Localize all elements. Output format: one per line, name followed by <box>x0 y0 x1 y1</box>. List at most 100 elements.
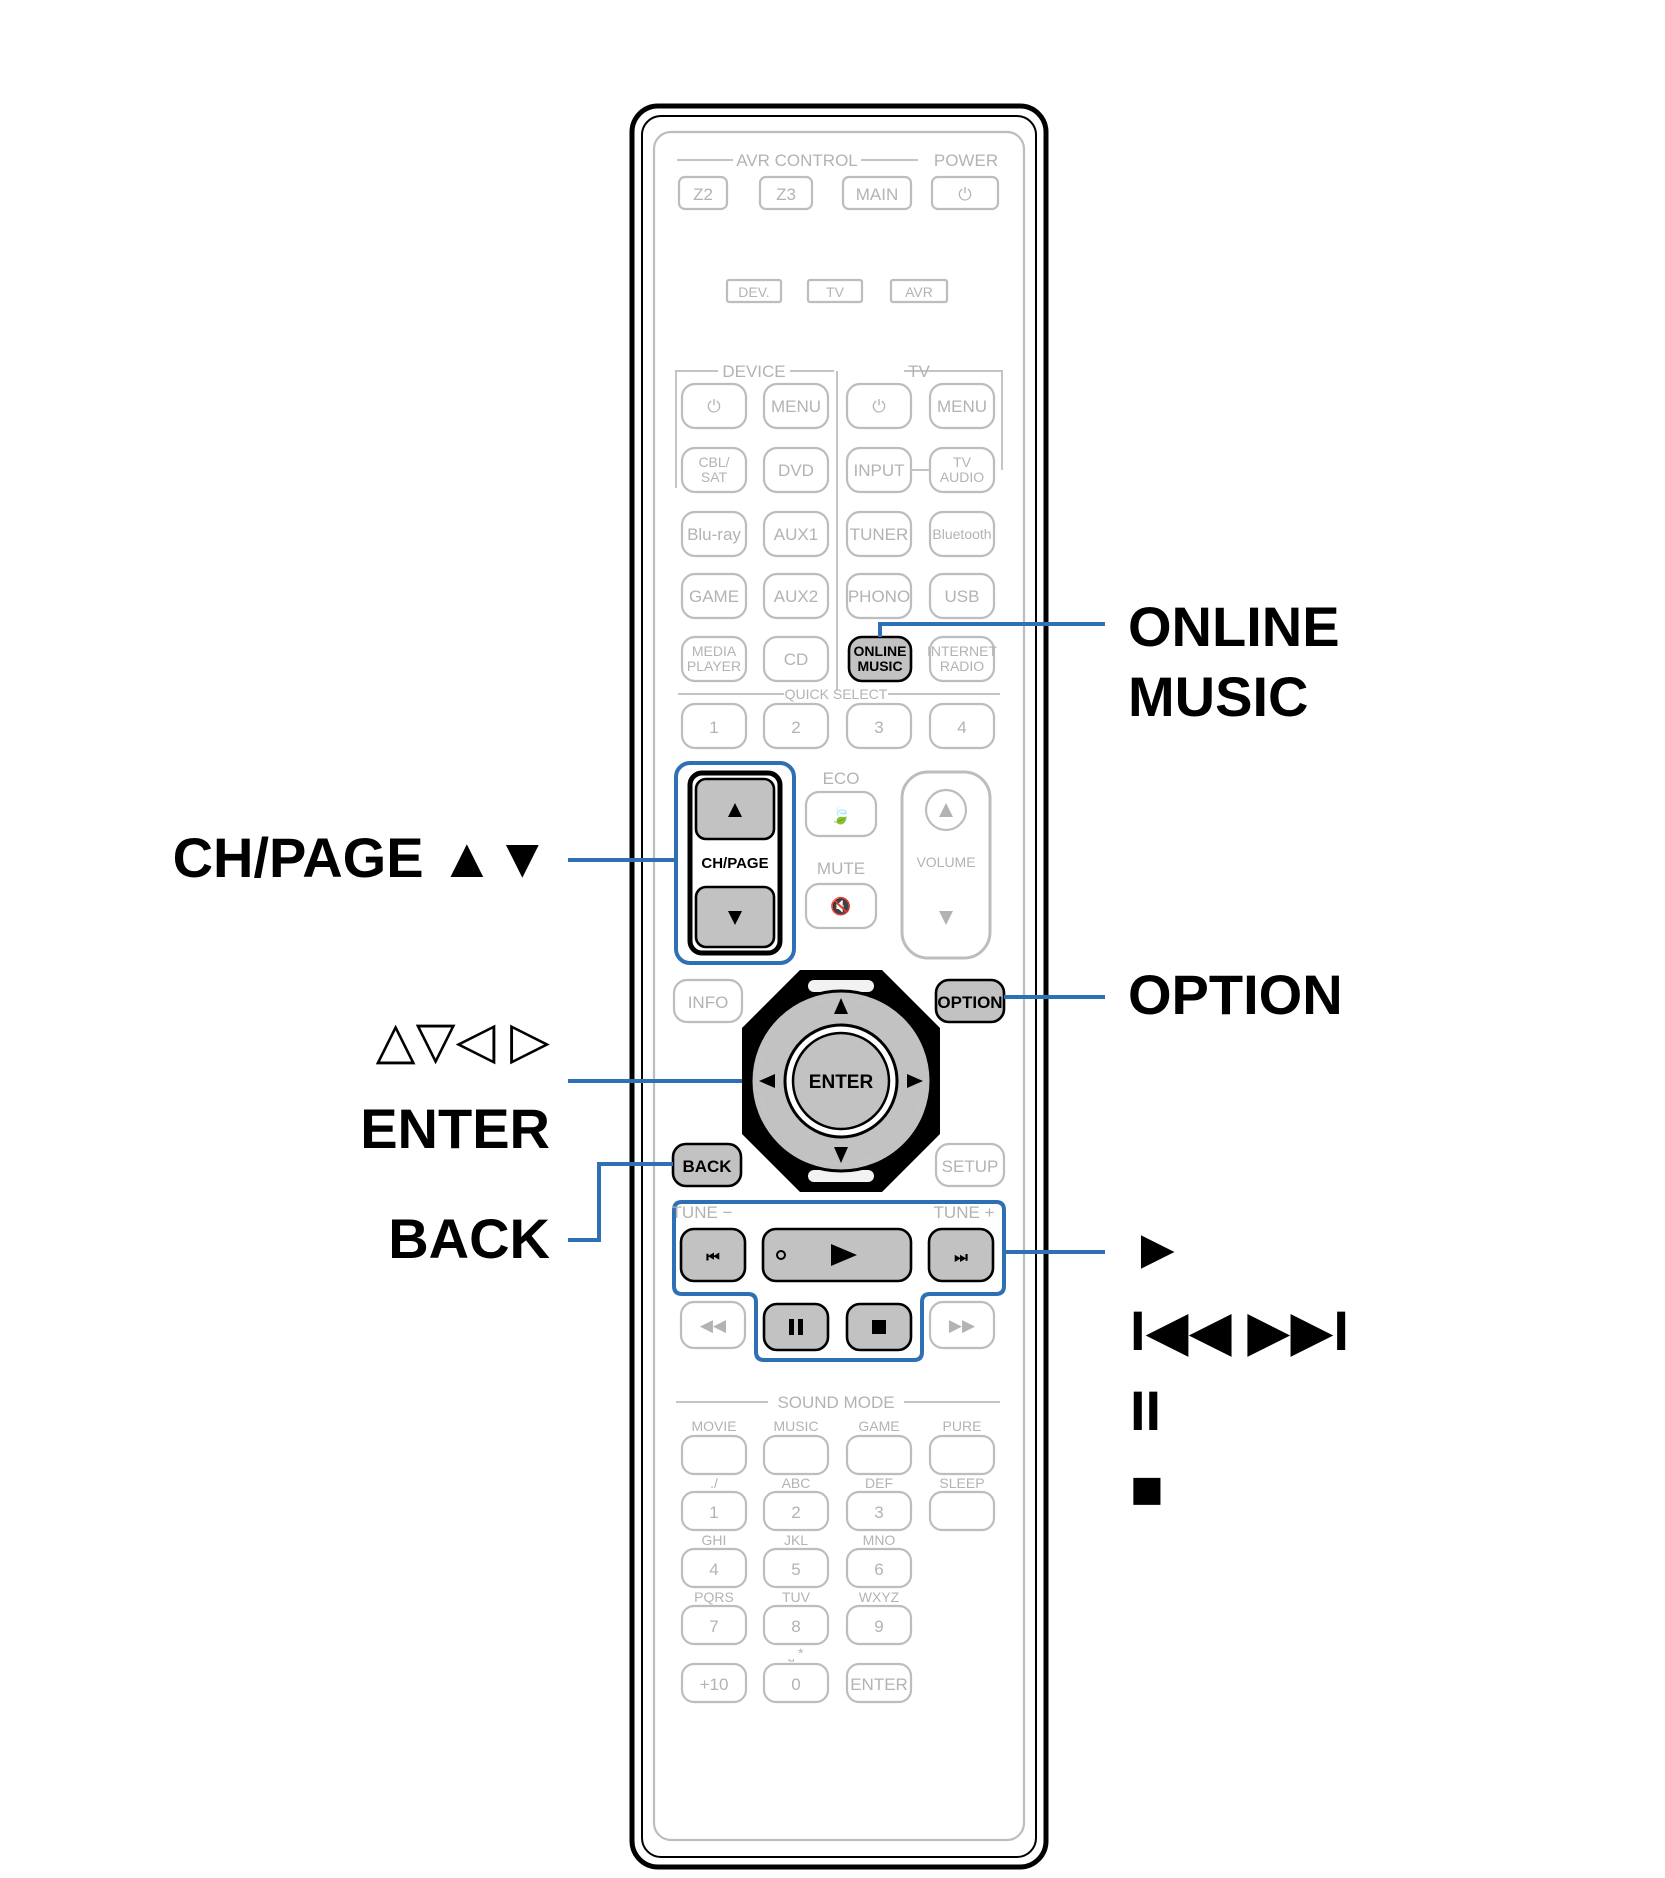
quick-select-1-button[interactable]: 1 <box>680 702 748 750</box>
svg-text:+10: +10 <box>700 1675 729 1694</box>
svg-text:TV: TV <box>953 454 972 470</box>
callout-online-music-line1: ONLINE <box>1128 595 1340 658</box>
fast-forward-icon: ▶▶ <box>949 1316 976 1335</box>
svg-text:VOLUME: VOLUME <box>916 854 975 870</box>
cd-button[interactable]: CD <box>762 635 830 683</box>
svg-text:MNO: MNO <box>863 1532 896 1548</box>
cursor-right-icon <box>907 1074 923 1088</box>
skip-forward-button[interactable]: ⏭ <box>927 1227 995 1283</box>
svg-text:0: 0 <box>791 1675 800 1694</box>
cursor-down-icon <box>834 1147 848 1163</box>
play-button[interactable] <box>761 1227 913 1283</box>
key-0[interactable]: 0 <box>762 1662 830 1704</box>
svg-text:5: 5 <box>791 1560 800 1579</box>
option-button[interactable]: OPTION <box>934 978 1006 1024</box>
eco-button[interactable]: 🍃 <box>804 790 878 838</box>
dev-mode-button[interactable]: DEV. <box>725 278 783 304</box>
keypad-enter-button[interactable]: ENTER <box>845 1662 913 1704</box>
ch-page-rocker[interactable]: CH/PAGE <box>674 761 796 965</box>
svg-text:INTERNET: INTERNET <box>927 643 997 659</box>
quick-select-2-button[interactable]: 2 <box>762 702 830 750</box>
bluray-button[interactable]: Blu-ray <box>680 510 748 558</box>
bluetooth-button[interactable]: Bluetooth <box>928 510 996 558</box>
svg-text:4: 4 <box>709 1560 718 1579</box>
quick-select-4-button[interactable]: 4 <box>928 702 996 750</box>
movie-mode-button[interactable] <box>680 1434 748 1476</box>
back-button[interactable]: BACK <box>671 1142 743 1188</box>
cursor-left-icon <box>759 1074 775 1088</box>
svg-text:TUV: TUV <box>782 1589 811 1605</box>
skip-back-icon: ⏮ <box>706 1249 720 1266</box>
game-mode-button[interactable] <box>845 1434 913 1476</box>
device-menu-button[interactable]: MENU <box>762 382 830 430</box>
svg-text:PURE: PURE <box>943 1418 982 1434</box>
tuner-button[interactable]: TUNER <box>845 510 913 558</box>
svg-text:1: 1 <box>709 1503 718 1522</box>
zone2-button[interactable]: Z2 <box>677 175 729 211</box>
svg-text:2: 2 <box>791 1503 800 1522</box>
device-power-button[interactable]: ⏻ <box>680 382 748 430</box>
mode-selector-group: DEV. TV AVR <box>725 278 949 304</box>
mute-button[interactable]: 🔇 <box>804 882 878 930</box>
pause-button[interactable] <box>762 1302 830 1352</box>
key-9[interactable]: 9 <box>845 1604 913 1646</box>
tv-menu-button[interactable]: MENU <box>928 382 996 430</box>
key-4[interactable]: 4 <box>680 1547 748 1589</box>
svg-text:WXYZ: WXYZ <box>859 1589 900 1605</box>
power-label: POWER <box>934 151 998 170</box>
svg-text:1: 1 <box>709 718 718 737</box>
sleep-button[interactable] <box>928 1490 996 1532</box>
svg-text:MENU: MENU <box>771 397 821 416</box>
music-mode-button[interactable] <box>762 1434 830 1476</box>
leader-lines <box>568 622 1105 1254</box>
stop-button[interactable] <box>845 1302 913 1352</box>
svg-text:MAIN: MAIN <box>856 185 899 204</box>
main-zone-button[interactable]: MAIN <box>841 175 913 211</box>
key-7[interactable]: 7 <box>680 1604 748 1646</box>
setup-button[interactable]: SETUP <box>934 1142 1006 1188</box>
cursor-dpad[interactable]: ENTER <box>742 970 940 1192</box>
numeric-keypad: ./ ABC DEF SLEEP 1 2 3 GHI JKL MNO 4 5 6… <box>680 1475 996 1704</box>
rewind-button[interactable]: ◀◀ <box>679 1300 747 1350</box>
svg-text:8: 8 <box>791 1617 800 1636</box>
svg-text:2: 2 <box>791 718 800 737</box>
fast-forward-button[interactable]: ▶▶ <box>928 1300 996 1350</box>
tv-label: TV <box>908 362 930 381</box>
aux1-button[interactable]: AUX1 <box>762 510 830 558</box>
skip-back-button[interactable]: ⏮ <box>679 1227 747 1283</box>
quick-select-label: QUICK SELECT <box>785 686 888 702</box>
svg-text:3: 3 <box>874 718 883 737</box>
enter-button[interactable]: ENTER <box>791 1031 891 1131</box>
pure-mode-button[interactable] <box>928 1434 996 1476</box>
quick-select-3-button[interactable]: 3 <box>845 702 913 750</box>
device-tv-group: DEVICE TV ⏻ MENU ⏻ MENU <box>675 362 1003 690</box>
key-2[interactable]: 2 <box>762 1490 830 1532</box>
volume-rocker[interactable]: VOLUME <box>900 770 992 960</box>
cbl-sat-button[interactable]: CBL/SAT <box>680 446 748 494</box>
key-1[interactable]: 1 <box>680 1490 748 1532</box>
key-6[interactable]: 6 <box>845 1547 913 1589</box>
svg-text:./: ./ <box>710 1475 718 1491</box>
key-3[interactable]: 3 <box>845 1490 913 1532</box>
zone3-button[interactable]: Z3 <box>758 175 814 211</box>
dvd-button[interactable]: DVD <box>762 446 830 494</box>
tv-power-button[interactable]: ⏻ <box>845 382 913 430</box>
key-8[interactable]: 8 <box>762 1604 830 1646</box>
power-button[interactable]: ⏻ <box>930 175 1000 211</box>
plus10-button[interactable]: +10 <box>680 1662 748 1704</box>
phono-button[interactable]: PHONO <box>845 572 913 620</box>
svg-text:AUDIO: AUDIO <box>940 469 984 485</box>
power-icon: ⏻ <box>707 397 721 416</box>
avr-mode-button[interactable]: AVR <box>889 278 949 304</box>
usb-button[interactable]: USB <box>928 572 996 620</box>
key-5[interactable]: 5 <box>762 1547 830 1589</box>
aux2-button[interactable]: AUX2 <box>762 572 830 620</box>
tv-mode-button[interactable]: TV <box>806 278 864 304</box>
volume-up-icon <box>939 803 953 817</box>
game-source-button[interactable]: GAME <box>680 572 748 620</box>
info-button[interactable]: INFO <box>672 978 744 1024</box>
